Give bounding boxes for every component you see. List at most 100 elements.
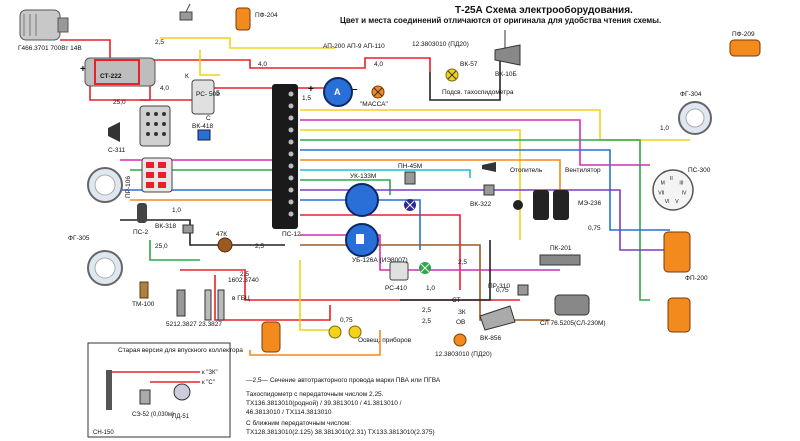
label-massa: "МАССА": [360, 101, 388, 108]
legend-title: Старая версия для впускного коллектора: [118, 347, 243, 354]
wire-label-w10a: 1,0: [172, 207, 181, 214]
pr106-fuse-block-icon: [141, 157, 173, 193]
wire-label-w075a: 0,75: [588, 225, 601, 232]
label-heater: Отопитель: [510, 167, 543, 174]
legend-cn150-icon: [106, 370, 112, 410]
top-switch-icon: [179, 3, 193, 21]
ps12-terminal-strip-icon: [272, 84, 298, 229]
wire-green-2: [300, 139, 650, 301]
label-vk418: ВК-418: [192, 123, 214, 130]
legend-c3-label: СЭ-52 (0,030м): [132, 412, 174, 418]
legend-pd51-icon: [173, 383, 191, 401]
ps300-pin-1: II: [670, 176, 673, 182]
relay-47k-icon: [217, 237, 233, 253]
massa-lamp-icon: [371, 85, 385, 99]
wire-label-plus2: +: [80, 64, 86, 75]
wire-black-3: [400, 240, 491, 301]
pn45m-switch-icon: [404, 171, 416, 185]
note-tacho-1: Тахоспидометр с передаточным числом 2.25…: [246, 391, 384, 398]
label-tacho: Подсв. тахоспидометра: [442, 89, 514, 96]
ps300-pin-6: VII: [658, 191, 664, 197]
label-socket-k: К: [185, 73, 189, 80]
vk10b-switch-icon: [494, 30, 521, 66]
wire-magenta-2: [300, 119, 650, 166]
generator-icon: [19, 9, 69, 41]
label-fg304: ФГ-304: [680, 91, 702, 98]
wire-label-w40c: 4,0: [374, 61, 383, 68]
label-lamp-bottom: 12.3803010 (ПД20): [435, 351, 492, 358]
blue-indicator-lamp-icon: [404, 199, 416, 211]
wire-label-w25e: 2,5: [458, 259, 467, 266]
tm100-sensor-icon: [139, 281, 149, 299]
pf204-lamp-icon: [235, 7, 251, 31]
wire-label-w25b: 25,0: [113, 99, 126, 106]
wire-yellow-pf204: [199, 50, 220, 76]
ps300-socket-icon: [652, 169, 694, 211]
wire-black-1: [120, 219, 285, 246]
horn-icon: [108, 122, 120, 142]
label-fp200: ФП-200: [685, 275, 708, 282]
wire-label-w10c: 1,0: [426, 285, 435, 292]
wire-orange-3: [249, 330, 381, 356]
vk318-switch-icon: [182, 224, 194, 234]
note-tacho-5: ТХ128.3813010(2.125) 38.3813010(2.31) ТХ…: [246, 429, 435, 436]
legend-cn150-label: СН-150: [93, 430, 114, 436]
glow-plug-1-icon: [176, 289, 186, 317]
note-tacho-3: 46.3813010 / ТХ114.3813010: [246, 409, 332, 416]
wire-yellow-right: [300, 109, 690, 141]
label-st222: СТ-222: [100, 73, 122, 80]
wire-label-w25f: 2,5: [422, 307, 431, 314]
legend-c3-icon: [139, 389, 151, 405]
label-ov: ОВ: [456, 319, 465, 326]
wire-label-w25h: 2,5: [240, 271, 249, 278]
wire-label-plus1: +: [308, 84, 314, 95]
note-tacho-2: ТХ136.3813010(родной) / 39.3813010 / 41.…: [246, 399, 402, 407]
label-pf204: ПФ-204: [255, 12, 278, 19]
glow-plug-3-icon: [217, 289, 225, 321]
pf209-lamp-icon: [729, 39, 761, 57]
legend-to-zk: к "ЗК": [202, 370, 218, 376]
bottom-red-lamp-icon: [453, 333, 467, 347]
wire-purple-1: [300, 189, 670, 251]
label-pr310: ПР-310: [488, 283, 510, 290]
wire-blue-3: [300, 199, 421, 250]
wire-label-w25g: 2,5: [422, 318, 431, 325]
rs502-relay-icon: [191, 79, 215, 115]
ammeter-icon: [323, 77, 353, 107]
vk856-switch-icon: [479, 305, 516, 331]
ps300-pin-2: III: [679, 181, 683, 187]
headlight-left-bottom-icon: [87, 250, 123, 286]
label-ps12: ПС-12: [282, 231, 301, 238]
note-wire: —2,5— Сечение автотракторного провода ма…: [246, 377, 441, 384]
label-pr106: ПР-106: [125, 176, 132, 198]
wire-red-ub: [300, 214, 461, 290]
label-gbc: в ГБЦ: [232, 295, 250, 302]
label-glow: 1602.3740: [228, 277, 259, 284]
temperature-gauge-icon: [345, 183, 379, 217]
pr310-fuse-icon: [517, 284, 529, 296]
label-plug1: 5212.3827 23.3827: [166, 321, 222, 328]
label-vk322: ВК-322: [470, 201, 492, 208]
instrument-lamp-1-icon: [328, 325, 342, 339]
wire-label-w25a: 2,5: [155, 39, 164, 46]
wire-label-w075c: 0,75: [496, 287, 509, 294]
wire-label-w25d: 2,5: [255, 243, 264, 250]
wire-label-w40a: 4,0: [258, 61, 267, 68]
label-ps2: ПС-2: [133, 229, 149, 236]
label-pf209: ПФ-209: [732, 31, 755, 38]
label-uk133m: УК-133М: [350, 173, 376, 180]
ps300-pin-3: IV: [682, 191, 687, 197]
instrument-lamp-2-icon: [348, 325, 362, 339]
label-vk318: ВК-318: [155, 223, 177, 230]
wire-label-w25c: 25,0: [155, 243, 168, 250]
label-lamp-top: 12.3803010 (ПД20): [412, 41, 469, 48]
label-generator: Г466.3701 700Вт 14В: [18, 45, 82, 52]
wiper-motor-icon: [554, 294, 590, 316]
label-rs410: РС-410: [385, 285, 407, 292]
tacho-lamp-icon: [445, 68, 459, 82]
wire-label-w15: 1,5: [302, 95, 311, 102]
wire-yellow-top: [160, 37, 335, 49]
label-vk57: ВК-57: [460, 61, 478, 68]
